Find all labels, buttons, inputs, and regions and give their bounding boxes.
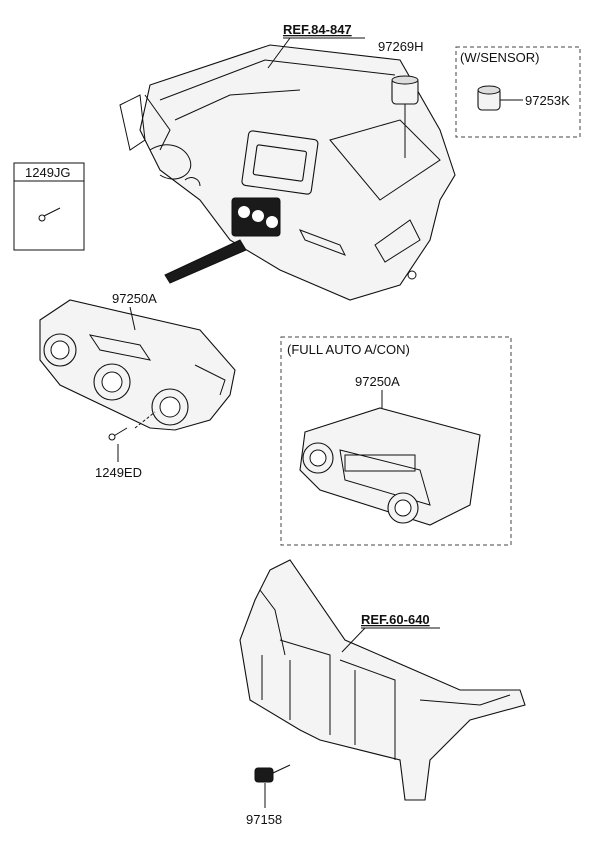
svg-text:97250A: 97250A [112,291,157,306]
svg-text:(FULL AUTO A/CON): (FULL AUTO A/CON) [287,342,410,357]
label-97250A-manual: 97250A [112,291,157,331]
full-auto-box: (FULL AUTO A/CON) 97250A [280,336,512,546]
svg-text:(W/SENSOR): (W/SENSOR) [460,50,539,65]
svg-text:1249JG: 1249JG [25,165,71,180]
box-1249JG: 1249JG [13,162,85,251]
dashboard-panel [119,44,456,301]
sensor-97158: 97158 [246,764,291,827]
svg-text:REF.84-847: REF.84-847 [283,22,352,37]
part-97269H: 97269H [378,39,424,158]
svg-text:REF.60-640: REF.60-640 [361,612,430,627]
svg-text:97253K: 97253K [525,93,570,108]
radiator-carrier [239,559,526,801]
svg-text:97158: 97158 [246,812,282,827]
ref-60-640[interactable]: REF.60-640 [341,612,440,653]
manual-control-unit [39,299,236,431]
ref-84-847[interactable]: REF.84-847 [267,22,365,69]
screw-1249ED: 1249ED [95,411,156,480]
svg-text:1249ED: 1249ED [95,465,142,480]
sensor-box: (W/SENSOR) 97253K [455,46,581,138]
svg-text:97250A: 97250A [355,374,400,389]
svg-text:97269H: 97269H [378,39,424,54]
